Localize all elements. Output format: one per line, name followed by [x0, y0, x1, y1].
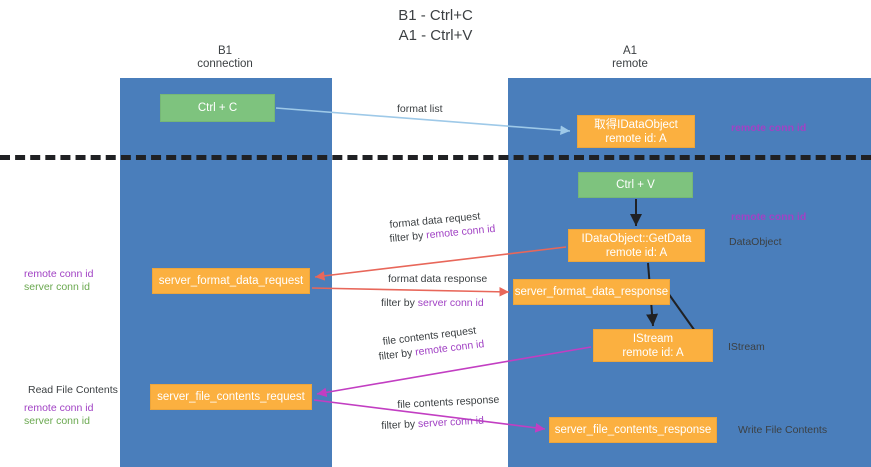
side-label-remote-conn-id-1: remote conn id [24, 268, 94, 280]
node-getdata-line1: IDataObject::GetData [581, 232, 692, 245]
side-label-server-conn-id-2: server conn id [24, 415, 90, 427]
side-label-read-file-contents: Read File Contents [28, 384, 118, 396]
node-server-format-data-request-label: server_format_data_request [158, 275, 304, 287]
side-label-remote-conn-id-mid: remote conn id [731, 211, 807, 223]
node-server-format-data-response-label: server_format_data_response [514, 286, 669, 298]
node-idataobject-getdata[interactable]: IDataObject::GetData remote id: A [568, 229, 705, 262]
phase-divider [0, 155, 871, 160]
side-label-write-file-contents: Write File Contents [738, 424, 828, 436]
side-label-conn-ids-lower: remote conn id server conn id [24, 402, 93, 428]
node-istream-line2: remote id: A [622, 346, 684, 359]
side-label-remote-conn-id-2: remote conn id [24, 402, 94, 414]
node-server-file-contents-response[interactable]: server_file_contents_response [549, 417, 717, 443]
node-idataobject-line2: remote id: A [605, 132, 667, 145]
node-istream[interactable]: IStream remote id: A [593, 329, 713, 362]
side-label-conn-ids-upper: remote conn id server conn id [24, 268, 93, 294]
edge-label-file-contents-response-filter: filter by server conn id [381, 415, 484, 433]
edge-label-format-list: format list [397, 103, 443, 115]
filter-key-server-conn-id: server conn id [417, 297, 484, 309]
node-ctrl-v-label: Ctrl + V [616, 179, 655, 191]
node-server-file-contents-response-label: server_file_contents_response [554, 424, 712, 436]
filter-prefix: filter by [381, 418, 419, 432]
node-server-format-data-response[interactable]: server_format_data_response [513, 279, 670, 305]
filter-prefix: filter by [378, 346, 416, 363]
node-server-file-contents-request[interactable]: server_file_contents_request [150, 384, 312, 410]
column-heading-b1: B1 connection [197, 45, 253, 70]
filter-key-server-conn-id: server conn id [417, 414, 485, 431]
node-idataobject[interactable]: 取得IDataObject remote id: A [577, 115, 695, 148]
edge-label-file-contents-response: file contents response [397, 393, 500, 411]
node-istream-line1: IStream [632, 332, 674, 345]
node-ctrl-v[interactable]: Ctrl + V [578, 172, 693, 198]
side-label-dataobject: DataObject [729, 236, 782, 248]
edge-label-format-data-response: format data response [388, 273, 488, 285]
node-ctrl-c[interactable]: Ctrl + C [160, 94, 275, 122]
filter-prefix: filter by [381, 297, 418, 309]
side-label-istream: IStream [728, 341, 765, 353]
edge-label-format-data-response-filter: filter by server conn id [381, 297, 484, 310]
node-idataobject-line1: 取得IDataObject [594, 118, 678, 131]
node-ctrl-c-label: Ctrl + C [197, 102, 238, 114]
diagram-title: B1 - Ctrl+C A1 - Ctrl+V [398, 7, 473, 44]
column-heading-a1: A1 remote [612, 45, 648, 70]
node-server-file-contents-request-label: server_file_contents_request [157, 391, 305, 403]
node-getdata-line2: remote id: A [605, 246, 668, 259]
side-label-remote-conn-id-top: remote conn id [731, 122, 807, 134]
node-server-format-data-request[interactable]: server_format_data_request [152, 268, 310, 294]
edge-format-data-response [311, 287, 510, 297]
side-label-server-conn-id-1: server conn id [24, 281, 90, 293]
filter-prefix: filter by [389, 229, 427, 245]
